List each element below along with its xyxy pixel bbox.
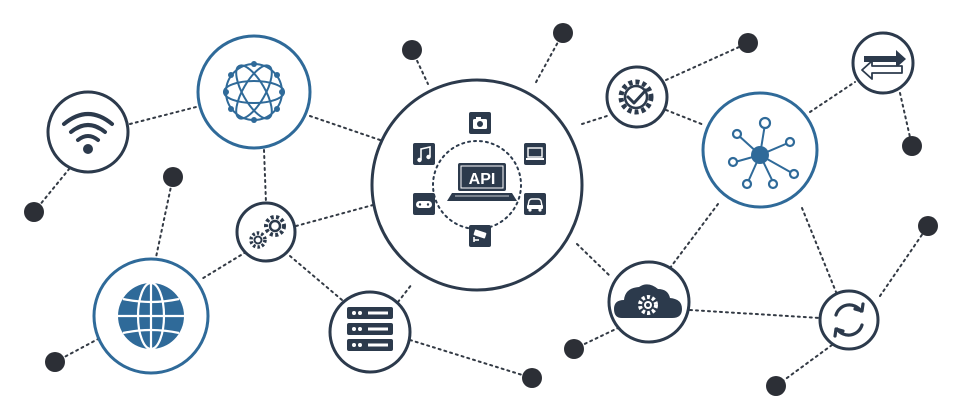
- music-note-icon: [413, 143, 435, 165]
- gamepad-icon: [413, 193, 435, 215]
- transfer-node[interactable]: [851, 31, 915, 95]
- endpoint-dots: [24, 23, 938, 396]
- server-node[interactable]: [328, 290, 412, 374]
- cloud-gear-icon: [614, 284, 682, 318]
- hub-network-icon: [727, 116, 800, 190]
- globe-node[interactable]: [92, 257, 210, 375]
- sync-node[interactable]: [818, 289, 880, 351]
- globe-icon: [118, 281, 184, 351]
- laptop-icon: [524, 143, 546, 165]
- sync-icon: [833, 302, 865, 338]
- atom-node[interactable]: [196, 34, 312, 150]
- cloud-settings-node[interactable]: [607, 260, 691, 344]
- transfer-arrows-icon: [861, 50, 906, 80]
- settings-check-node[interactable]: [605, 65, 669, 129]
- wifi-node[interactable]: [46, 90, 130, 174]
- api-laptop-icon: [447, 163, 517, 201]
- car-icon: [524, 193, 546, 215]
- gears-icon: [249, 215, 286, 249]
- api-label: API: [469, 171, 496, 188]
- wifi-icon: [62, 112, 114, 154]
- atom-network-icon: [223, 61, 285, 123]
- cctv-icon: [469, 225, 491, 247]
- camera-icon: [469, 112, 491, 134]
- hub-network-node[interactable]: [701, 91, 819, 209]
- server-icon: [347, 307, 393, 351]
- api-hub-node[interactable]: API: [370, 78, 584, 292]
- gear-check-icon: [618, 79, 654, 115]
- connectors: [33, 32, 929, 387]
- gears-node[interactable]: [235, 201, 297, 263]
